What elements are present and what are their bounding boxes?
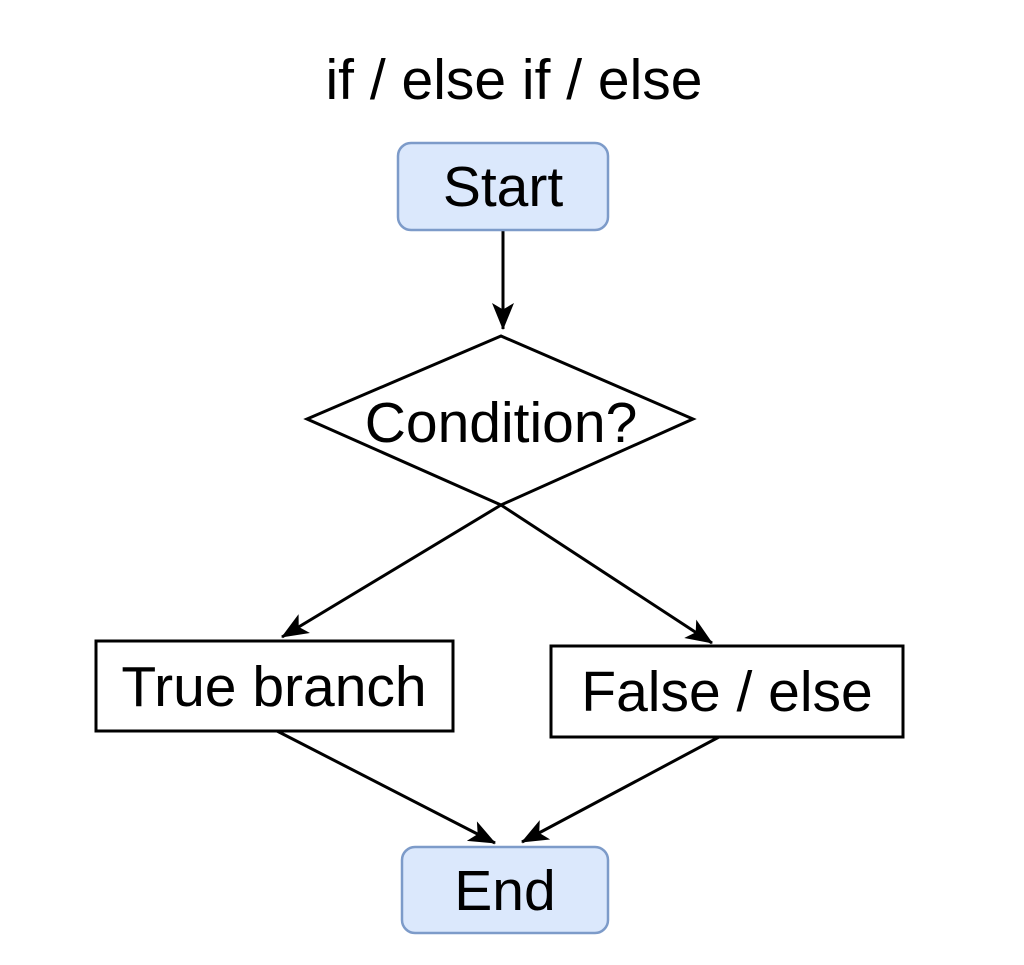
true-branch-node-label: True branch — [121, 655, 426, 719]
end-node-label: End — [454, 859, 555, 923]
edge-condition-to-false-branch — [500, 503, 713, 645]
start-node — [396, 141, 610, 232]
edge-true-branch-to-end — [276, 729, 496, 845]
edge-condition-to-true-branch — [281, 503, 502, 639]
condition-node — [303, 334, 697, 507]
edge-false-branch-to-end — [521, 735, 720, 844]
false-branch-node — [549, 644, 905, 739]
condition-node-label: Condition? — [365, 391, 638, 455]
end-node — [400, 845, 610, 935]
diagram-title: if / else if / else — [326, 48, 703, 112]
false-branch-node-label: False / else — [581, 660, 872, 724]
start-node-label: Start — [443, 155, 564, 219]
true-branch-node — [94, 639, 455, 733]
